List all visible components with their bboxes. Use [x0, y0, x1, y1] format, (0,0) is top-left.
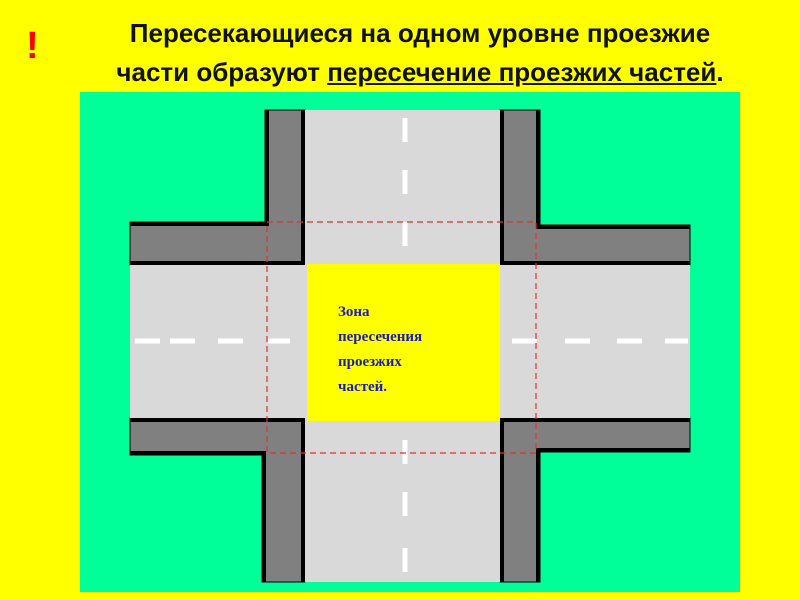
curb-edges [130, 110, 690, 582]
title-line-2-suffix: . [716, 57, 724, 87]
zone-label-line-2: пересечения [338, 329, 422, 345]
exclamation-mark: ! [26, 25, 39, 67]
curb-edge-top-left-inner [130, 110, 305, 265]
title-term-underlined: пересечение проезжих частей [327, 57, 717, 87]
curb-edge-top-right-inner [500, 110, 690, 265]
intersection-boundary [266, 221, 537, 454]
curb-edge-bottom-right-outer [536, 448, 690, 582]
title-line-2-prefix: части образуют [116, 57, 328, 87]
curb-edge-top-left-outer [130, 110, 269, 226]
curb-edge-top-right-outer [536, 110, 690, 229]
lane-markings [135, 118, 688, 572]
page-title: Пересекающиеся на одном уровне проезжие … [60, 14, 780, 92]
title-line-1: Пересекающиеся на одном уровне проезжие [129, 18, 711, 48]
intersection-zone [307, 264, 500, 421]
curb-edge-bottom-left-outer [130, 451, 266, 582]
curb-edge-bottom-left-inner [130, 418, 305, 582]
title-line-2: части образуют пересечение проезжих част… [60, 53, 780, 92]
zone-label-line-1: Зона [338, 304, 370, 320]
curb-edge-bottom-right-inner [500, 418, 690, 582]
zone-label: Зона пересечения проезжих частей. [338, 304, 426, 395]
zone-label-line-3: проезжих [338, 354, 402, 370]
zone-label-line-4: частей. [338, 379, 387, 395]
